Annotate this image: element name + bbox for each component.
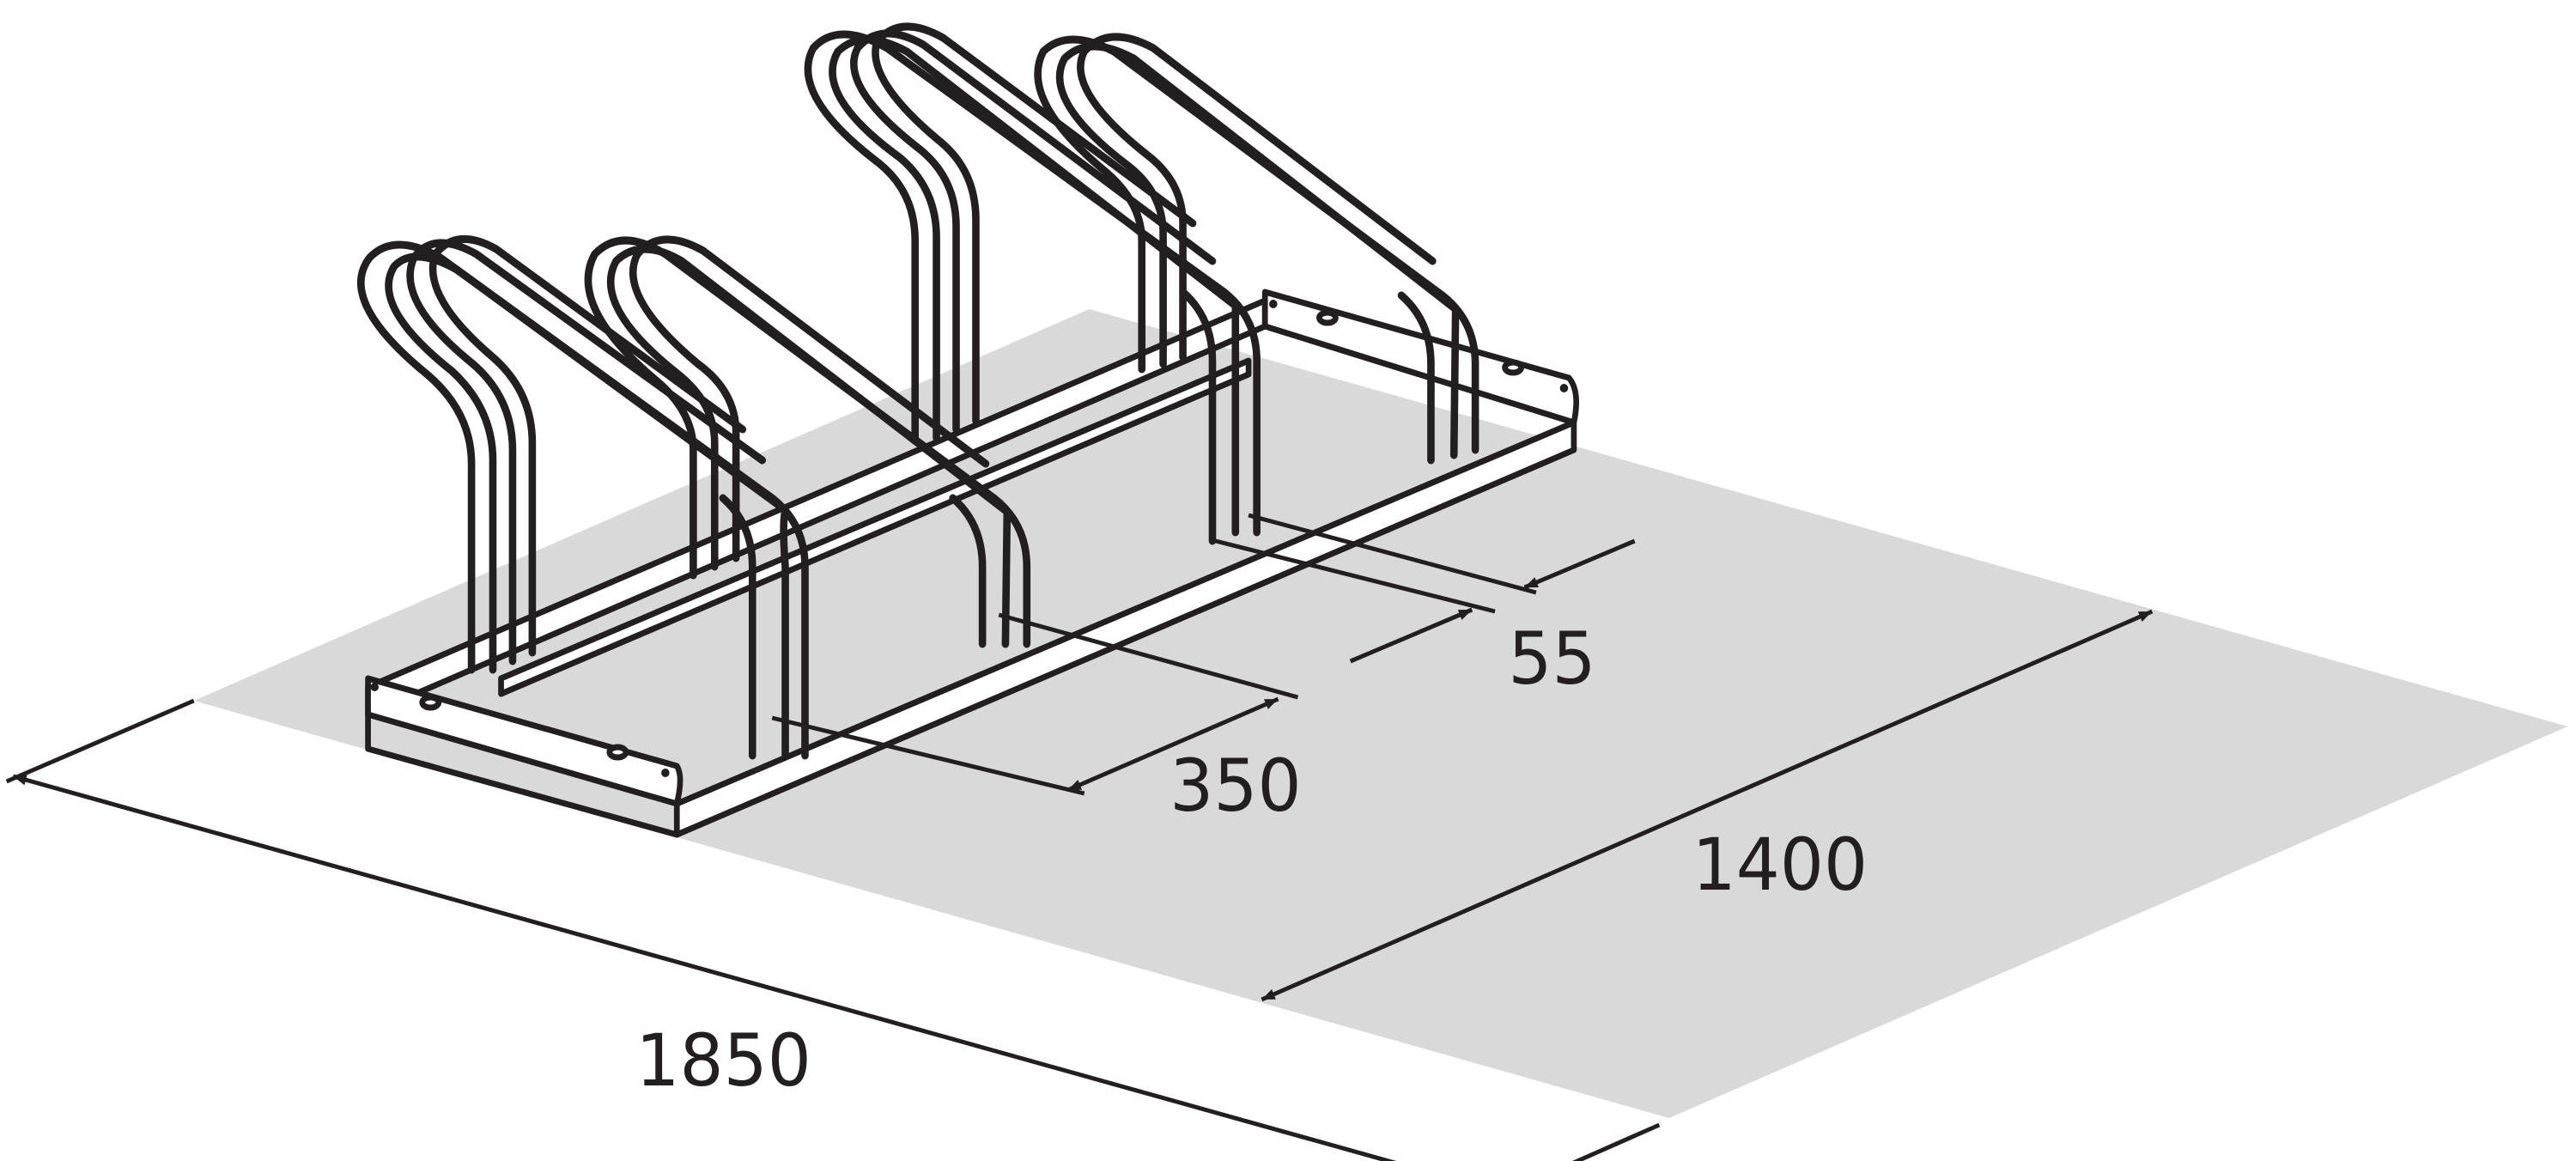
hoop-bay-4	[1034, 33, 1479, 465]
dimension-label-tube: 55	[1508, 617, 1595, 701]
rack-hoops	[357, 22, 1479, 760]
floor-footprint	[193, 309, 2568, 1118]
dimension-bay-spacing	[771, 612, 1299, 796]
hoop-bay-2	[584, 235, 1031, 648]
rack-base-frame	[365, 289, 1580, 838]
hoop-bay-3	[804, 22, 1261, 545]
dimension-label-depth: 1400	[1692, 824, 1868, 907]
dimension-width	[5, 698, 1661, 1161]
dimension-label-bay-spacing: 350	[1170, 745, 1301, 828]
dimension-depth	[1261, 609, 2154, 1002]
dimension-tube	[1215, 513, 1636, 664]
dimension-label-width: 1850	[635, 1019, 811, 1103]
hoop-bay-1	[357, 234, 809, 760]
